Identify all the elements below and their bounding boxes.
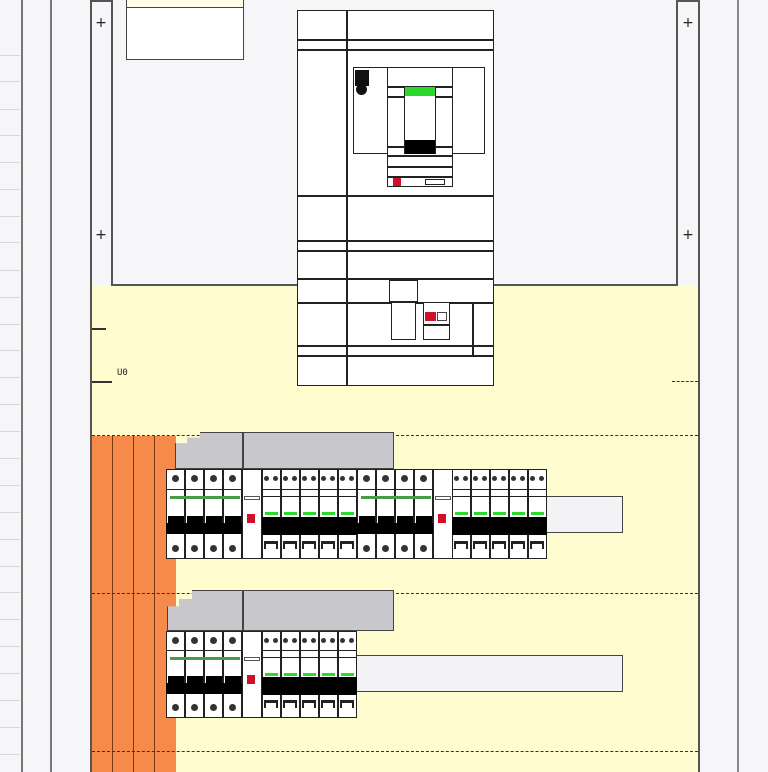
grid-line <box>0 485 20 486</box>
rail-guide-1 <box>92 435 698 436</box>
mount-marker-icon: + <box>95 227 107 243</box>
tick-mark <box>92 381 112 383</box>
brand-logo-icon <box>356 84 367 95</box>
handle-grip <box>405 140 435 154</box>
status-indicator-on <box>405 87 435 96</box>
label-box[interactable] <box>126 7 244 60</box>
grid-line <box>0 431 20 432</box>
outer-frame-right <box>737 0 739 772</box>
grid-line <box>0 270 20 271</box>
tick-mark <box>92 328 106 330</box>
grid-line <box>0 592 20 593</box>
grid-line <box>0 189 20 190</box>
trip-indicator <box>425 312 436 321</box>
accessory-body <box>391 302 416 340</box>
busbar[interactable] <box>133 436 155 772</box>
grid-line <box>0 404 20 405</box>
busbar[interactable] <box>92 436 112 772</box>
rail-guide-2 <box>92 593 698 594</box>
grid-line <box>0 162 20 163</box>
grid-line <box>0 297 20 298</box>
grid-line <box>0 324 20 325</box>
grid-line <box>0 377 20 378</box>
mount-marker-icon: + <box>682 15 694 31</box>
mount-marker-icon: + <box>682 227 694 243</box>
grid-line <box>0 216 20 217</box>
rating-window <box>425 179 445 185</box>
accessory-top <box>389 280 418 302</box>
grid-line <box>0 135 20 136</box>
grid-line <box>0 242 20 243</box>
grid-line <box>0 109 20 110</box>
grid-line <box>0 727 20 728</box>
mount-marker-icon: + <box>95 15 107 31</box>
grid-line <box>0 81 20 82</box>
grid-line <box>0 512 20 513</box>
grid-line <box>0 646 20 647</box>
busbar[interactable] <box>154 436 176 772</box>
grid-line <box>0 539 20 540</box>
grid-line <box>0 754 20 755</box>
voltage-label: U0 <box>117 368 128 378</box>
test-unit[interactable] <box>423 302 450 340</box>
inner-frame-left <box>50 0 52 772</box>
grid-line <box>0 458 20 459</box>
rail-guide-3 <box>92 751 698 752</box>
outer-frame-left <box>21 0 23 772</box>
grid-line <box>0 619 20 620</box>
grid-line <box>0 700 20 701</box>
grid-line <box>0 55 20 56</box>
grid-line <box>0 673 20 674</box>
grid-line <box>0 566 20 567</box>
dash-marker <box>672 381 698 382</box>
brand-logo-icon <box>355 70 369 86</box>
trip-indicator <box>393 178 401 186</box>
grid-line <box>0 350 20 351</box>
busbar[interactable] <box>112 436 134 772</box>
